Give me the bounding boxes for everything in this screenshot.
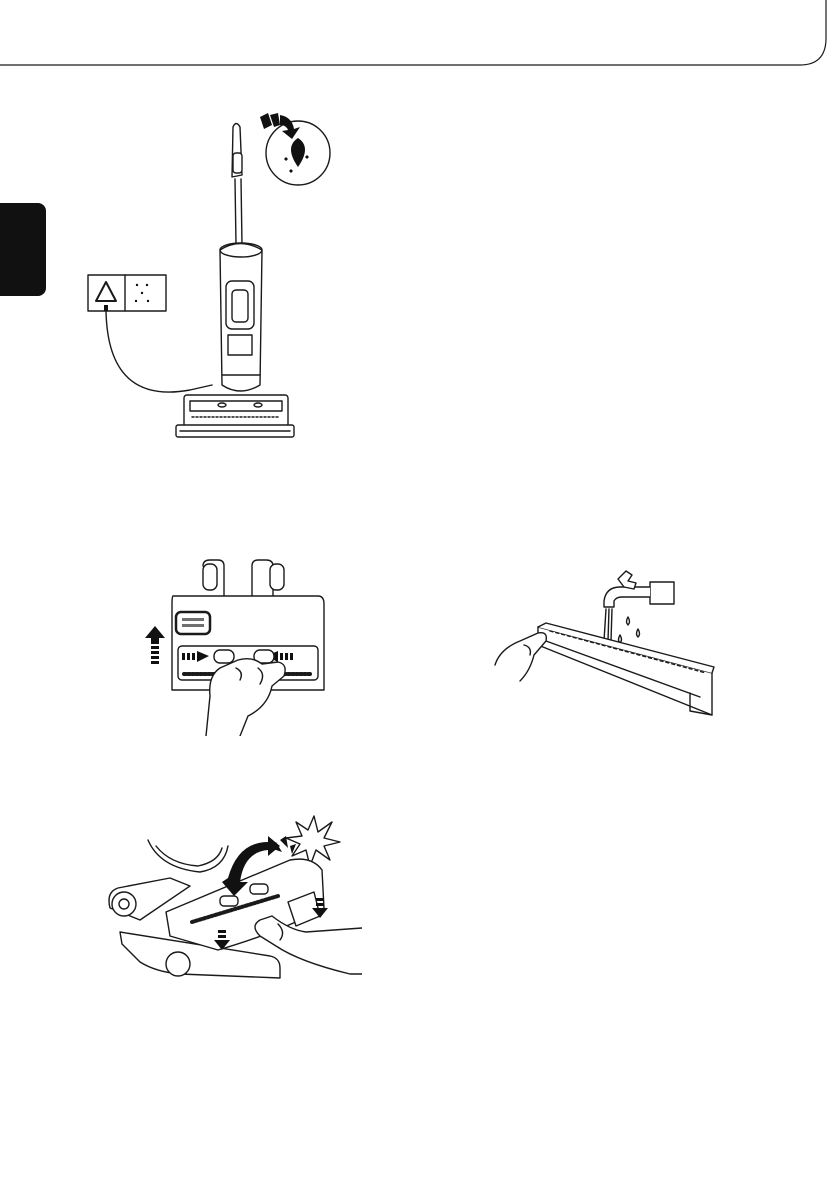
self-clean-drop-icon — [266, 121, 330, 185]
vacuum-floor-head — [176, 395, 294, 437]
cover-piece — [538, 623, 714, 715]
figure-rinse-cover — [490, 565, 730, 730]
figure-release-cover — [128, 556, 338, 736]
figure-install-cover — [100, 812, 362, 990]
water-drop-icon — [604, 609, 640, 643]
click-burst-icon — [270, 816, 340, 866]
water-tap-icon — [604, 571, 674, 607]
language-tab — [0, 203, 46, 296]
figure-charging — [80, 105, 360, 450]
vacuum-stick — [220, 124, 262, 392]
power-outlet-icon — [88, 275, 166, 311]
up-arrow-icon — [145, 626, 165, 664]
power-cord — [106, 311, 212, 392]
page-corner-line — [0, 0, 839, 80]
